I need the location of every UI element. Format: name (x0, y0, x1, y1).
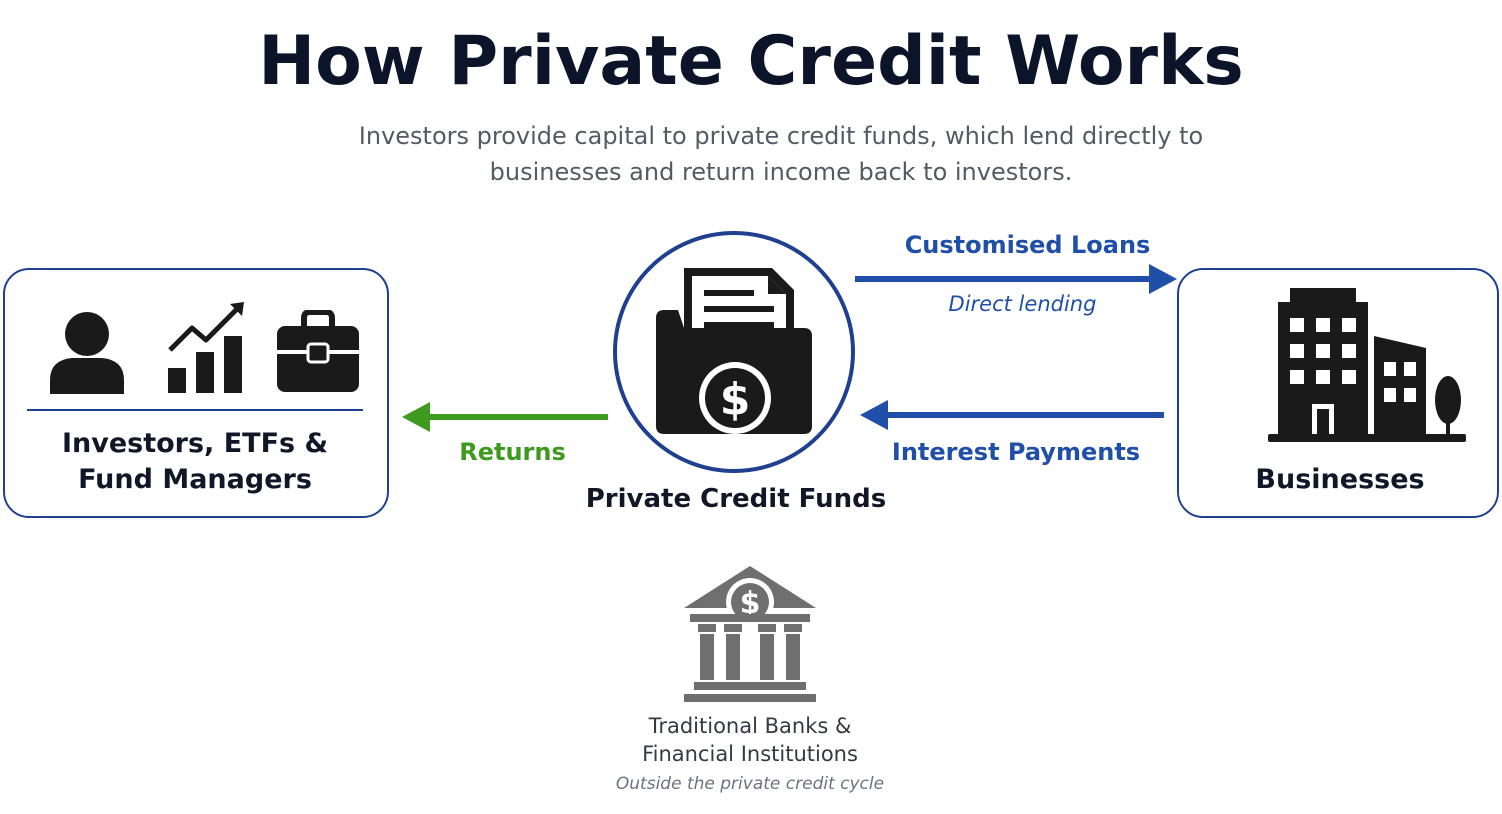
person-icon (48, 310, 126, 394)
office-building-icon (1266, 288, 1468, 446)
page-subtitle: Investors provide capital to private cre… (358, 122, 1204, 186)
loans-label: Customised Loans (904, 231, 1151, 259)
businesses-box (1177, 268, 1499, 518)
svg-text:$: $ (740, 586, 761, 621)
investors-divider (27, 409, 363, 411)
businesses-label: Businesses (1255, 464, 1425, 495)
growth-chart-icon (166, 300, 246, 394)
svg-text:$: $ (720, 374, 751, 425)
page-title: How Private Credit Works (258, 22, 1244, 101)
returns-arrow (400, 400, 610, 434)
banks-label: Traditional Banks & Financial Institutio… (570, 712, 930, 768)
briefcase-icon (276, 310, 360, 394)
funds-label: Private Credit Funds (585, 484, 887, 514)
investors-label: Investors, ETFs & Fund Managers (61, 428, 329, 495)
folder-dollar-icon: $ (656, 268, 814, 438)
banks-note: Outside the private credit cycle (615, 774, 885, 794)
banks-label-line2: Financial Institutions (642, 742, 858, 766)
banks-label-line1: Traditional Banks & (648, 714, 852, 738)
investors-box (3, 268, 389, 518)
interest-label: Interest Payments (891, 438, 1141, 466)
loans-sublabel: Direct lending (948, 292, 1097, 316)
interest-arrow (858, 398, 1166, 432)
bank-dollar-icon: $ (682, 566, 818, 706)
returns-label: Returns (459, 438, 566, 466)
loans-arrow (855, 262, 1179, 296)
